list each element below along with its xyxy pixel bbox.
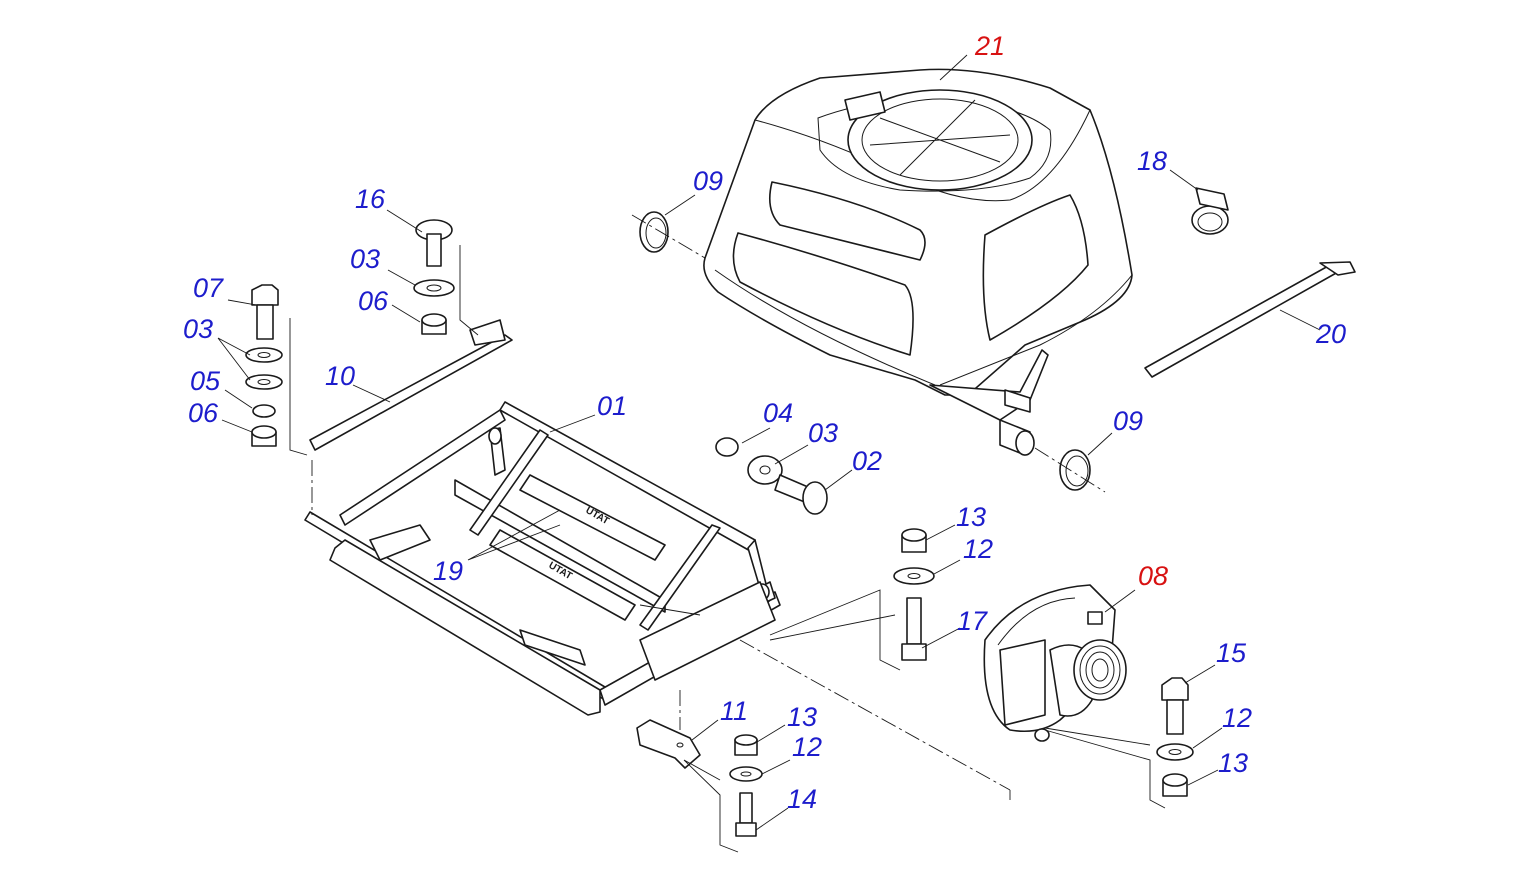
callout-label-16: 16: [355, 184, 386, 214]
callout-label-12: 12: [1222, 703, 1252, 733]
callout-label-20: 20: [1315, 319, 1346, 349]
hopper-assembly: [703, 68, 1133, 456]
callout-label-13: 13: [956, 502, 986, 532]
callout-label-05: 05: [190, 366, 221, 396]
main-frame: UTAT UTAT: [304, 401, 781, 716]
callout-label-17: 17: [957, 606, 988, 636]
callout-label-21: 21: [974, 31, 1005, 61]
callout-label-13: 13: [787, 702, 817, 732]
callout-label-09: 09: [693, 166, 723, 196]
callout-label-03: 03: [808, 418, 838, 448]
callout-label-19: 19: [433, 556, 463, 586]
callout-label-03: 03: [350, 244, 380, 274]
fan-unit: [983, 584, 1127, 742]
callout-label-08: 08: [1138, 561, 1168, 591]
bracket-11: [636, 719, 701, 769]
bolt-stack-right: [1156, 677, 1194, 797]
callout-label-13: 13: [1218, 748, 1248, 778]
callout-label-06: 06: [188, 398, 219, 428]
callout-label-12: 12: [792, 732, 822, 762]
mounting-strip: [309, 319, 513, 451]
callout-label-18: 18: [1137, 146, 1167, 176]
bolt-stack-bottom: [729, 734, 763, 837]
seal-ring-bottom: [1059, 449, 1091, 491]
callout-label-11: 11: [720, 696, 748, 726]
callout-label-09: 09: [1113, 406, 1143, 436]
assembly-guides: [289, 245, 1166, 853]
callout-label-10: 10: [325, 361, 355, 391]
callout-label-02: 02: [852, 446, 882, 476]
callout-label-06: 06: [358, 286, 389, 316]
callout-label-14: 14: [787, 784, 817, 814]
leader-lines: [217, 54, 1321, 831]
pin-group: [715, 437, 828, 515]
bolt-stack-left: [245, 284, 283, 447]
callout-label-03: 03: [183, 314, 213, 344]
seal-ring-top: [639, 211, 669, 253]
hose-clamp: [1191, 187, 1229, 235]
callout-label-01: 01: [597, 391, 627, 421]
bolt-stack-mid: [893, 528, 935, 661]
callout-label-04: 04: [763, 398, 793, 428]
bolt-stack-upper: [413, 219, 455, 335]
callout-label-12: 12: [963, 534, 993, 564]
callout-label-15: 15: [1216, 638, 1247, 668]
support-bar: [1144, 261, 1356, 378]
callout-label-07: 07: [193, 273, 224, 303]
